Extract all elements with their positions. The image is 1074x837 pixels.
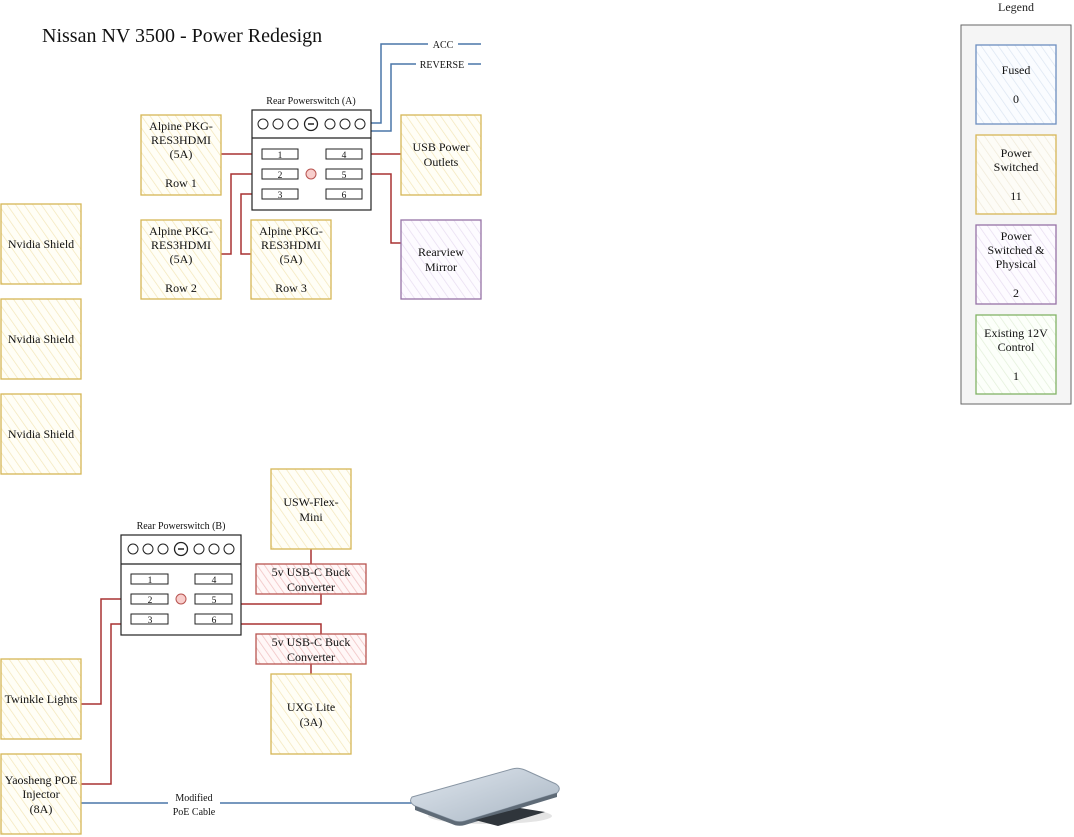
satellite-dish-image	[410, 767, 560, 826]
alpine-row1-label: Row 1	[165, 176, 197, 190]
switch-b-port-5: 5	[212, 596, 217, 606]
legend-item-fused: Fused 0	[975, 44, 1057, 125]
wire-b6-buck2	[232, 623, 322, 634]
legend-title: Legend	[998, 0, 1034, 14]
wire-b5-buck1	[232, 594, 322, 605]
usw-flex-mini-box: USW-Flex-Mini	[270, 468, 352, 550]
wire-a2-alpine2	[221, 173, 262, 255]
switch-a-port-6: 6	[342, 191, 347, 201]
page-title: Nissan NV 3500 - Power Redesign	[42, 25, 322, 47]
wire-a5-mirror	[362, 173, 401, 244]
switch-a-title: Rear Powerswitch (A)	[266, 96, 355, 107]
alpine-row2-box: Alpine PKG-RES3HDMI(5A) Row 2	[140, 219, 222, 300]
alpine-row1-box: Alpine PKG-RES3HDMI(5A) Row 1	[140, 114, 222, 196]
svg-text:0: 0	[1013, 92, 1019, 106]
switch-b-buttons	[127, 543, 235, 555]
twinkle-lights-box: Twinkle Lights	[0, 658, 82, 740]
svg-text:UXG Lite(3A): UXG Lite(3A)	[287, 700, 335, 729]
acc-wire	[360, 43, 481, 124]
rear-powerswitch-b: Rear Powerswitch (B) 1 2 3 4 5 6	[120, 521, 242, 636]
svg-text:Alpine PKG-RES3HDMI(5A): Alpine PKG-RES3HDMI(5A)	[149, 224, 213, 266]
switch-a-port-2: 2	[278, 171, 283, 181]
svg-text:2: 2	[1013, 286, 1019, 300]
uxg-lite-box: UXG Lite(3A)	[270, 673, 352, 755]
wire-b2-twinkle	[81, 598, 131, 705]
svg-text:Fused: Fused	[1002, 63, 1031, 77]
switch-a-buttons	[257, 118, 366, 130]
rear-powerswitch-a: Rear Powerswitch (A) 1 2 3 4 5 6	[251, 96, 372, 211]
svg-text:Nvidia Shield: Nvidia Shield	[8, 427, 74, 441]
alpine-row3-box: Alpine PKG-RES3HDMI(5A) Row 3	[250, 219, 332, 300]
nvidia-shield-3: Nvidia Shield	[0, 393, 82, 475]
switch-b-port-6: 6	[212, 616, 217, 626]
switch-b-title: Rear Powerswitch (B)	[137, 521, 226, 532]
alpine-row3-label: Row 3	[275, 281, 307, 295]
svg-text:Twinkle Lights: Twinkle Lights	[5, 692, 78, 706]
switch-a-port-1: 1	[278, 151, 283, 161]
alpine-row2-label: Row 2	[165, 281, 197, 295]
acc-label: ACC	[433, 40, 454, 51]
svg-text:USW-Flex-Mini: USW-Flex-Mini	[283, 495, 338, 524]
svg-text:11: 11	[1010, 189, 1022, 203]
switch-a-indicator-led	[305, 168, 317, 180]
svg-text:Alpine PKG-RES3HDMI(5A): Alpine PKG-RES3HDMI(5A)	[149, 119, 213, 161]
switch-b-indicator-led	[175, 593, 187, 605]
switch-a-port-3: 3	[278, 191, 283, 201]
switch-b-port-1: 1	[148, 576, 153, 586]
reverse-label: REVERSE	[420, 60, 464, 71]
svg-text:Nvidia Shield: Nvidia Shield	[8, 237, 74, 251]
svg-text:Nvidia Shield: Nvidia Shield	[8, 332, 74, 346]
switch-a-port-5: 5	[342, 171, 347, 181]
switch-a-port-4: 4	[342, 151, 347, 161]
switch-b-port-4: 4	[212, 576, 217, 586]
switch-b-port-3: 3	[148, 616, 153, 626]
switch-b-port-2: 2	[148, 596, 153, 606]
svg-text:Alpine PKG-RES3HDMI(5A): Alpine PKG-RES3HDMI(5A)	[259, 224, 323, 266]
nvidia-shield-1: Nvidia Shield	[0, 203, 82, 285]
nvidia-shield-2: Nvidia Shield	[0, 298, 82, 380]
svg-text:1: 1	[1013, 369, 1019, 383]
